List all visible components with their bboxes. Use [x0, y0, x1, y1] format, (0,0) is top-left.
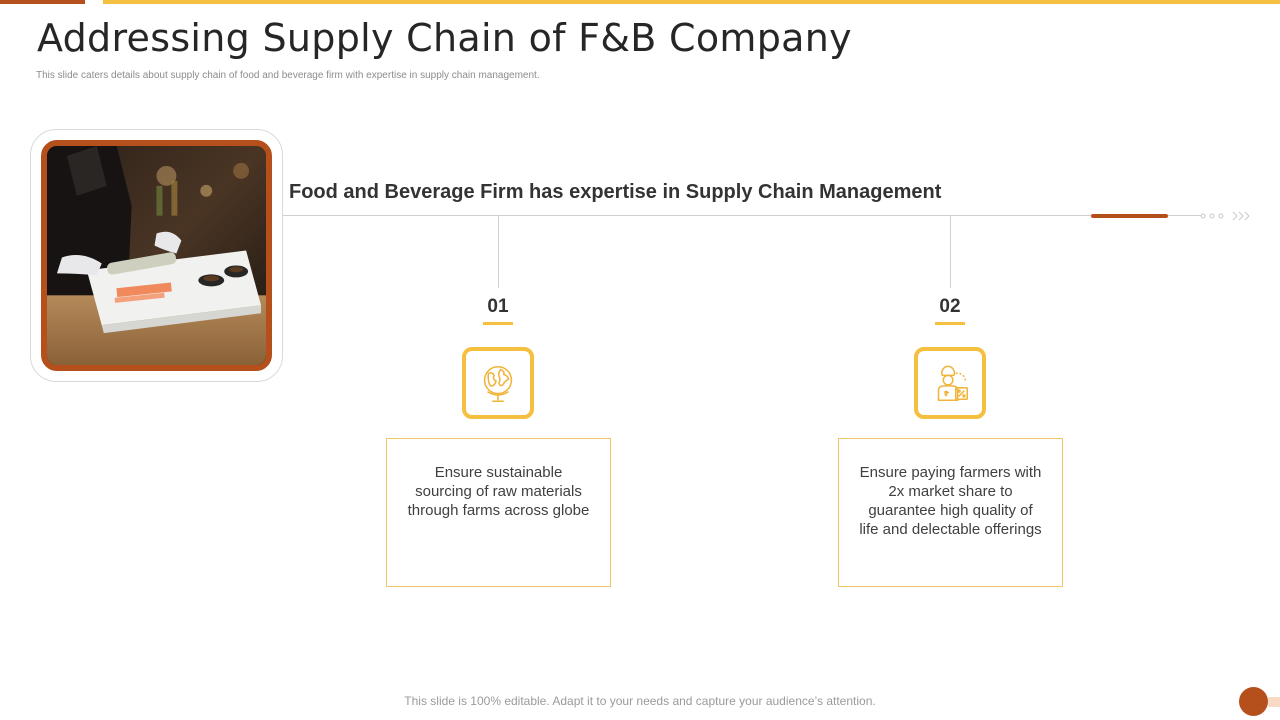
step-text-1: Ensure sustainable sourcing of raw mater… — [407, 464, 590, 519]
globe-icon — [483, 365, 513, 402]
step-text-2: Ensure paying farmers with 2x market sha… — [859, 464, 1042, 538]
step-number-2: 02 — [939, 296, 961, 317]
slide-footer-note: This slide is 100% editable. Adapt it to… — [404, 694, 876, 708]
farmer-money-icon — [937, 365, 969, 402]
section-heading: Food and Beverage Firm has expertise in … — [289, 181, 942, 203]
top-accent-bar-dark — [0, 0, 85, 4]
step-icon-box-2 — [914, 347, 986, 419]
step-connector-1 — [498, 216, 499, 288]
step-number-1: 01 — [487, 296, 509, 317]
top-accent-bar-yellow — [103, 0, 1280, 4]
chef-rolling-sushi-photo — [41, 140, 272, 371]
step-card-2: Ensure paying farmers with 2x market sha… — [838, 438, 1063, 587]
slide-subtitle: This slide caters details about supply c… — [36, 70, 540, 81]
step-number-underline-1 — [483, 322, 513, 325]
step-icon-box-1 — [462, 347, 534, 419]
photo-frame — [30, 129, 283, 382]
heading-divider-line — [283, 215, 1201, 216]
slide-title: Addressing Supply Chain of F&B Company — [37, 16, 852, 60]
step-connector-2 — [950, 216, 951, 288]
corner-circle-decoration — [1239, 687, 1268, 716]
dots-chevrons-decoration — [1200, 211, 1250, 221]
step-number-underline-2 — [935, 322, 965, 325]
corner-bar-decoration — [1268, 697, 1280, 707]
accent-line — [1091, 214, 1168, 218]
step-card-1: Ensure sustainable sourcing of raw mater… — [386, 438, 611, 587]
